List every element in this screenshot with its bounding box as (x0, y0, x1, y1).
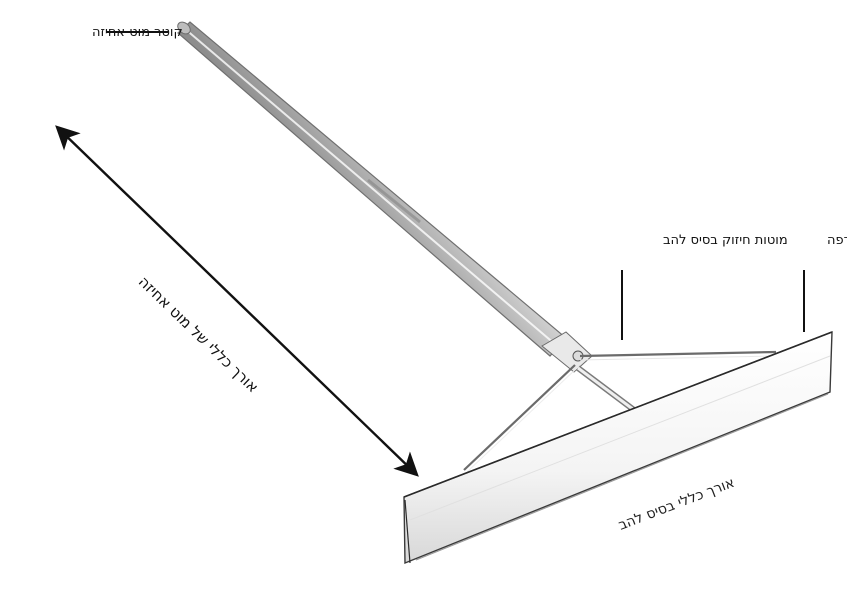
handle-pole (177, 21, 567, 357)
handle-diameter-label: קוטר מוט אחיזה (92, 25, 183, 40)
rake-blade-label: להב מגרפה (827, 233, 847, 248)
handle-length-arrow (55, 125, 419, 477)
brace-rods-label: מוטות חיזוק בסיס להב (663, 233, 788, 248)
blade-length-label: אורך כללי בסיס להב (616, 475, 737, 534)
brace-rods (463, 350, 777, 473)
rake-blade (403, 330, 833, 565)
handle-length-label: אורך כללי של מוט אחיזה (135, 273, 262, 397)
